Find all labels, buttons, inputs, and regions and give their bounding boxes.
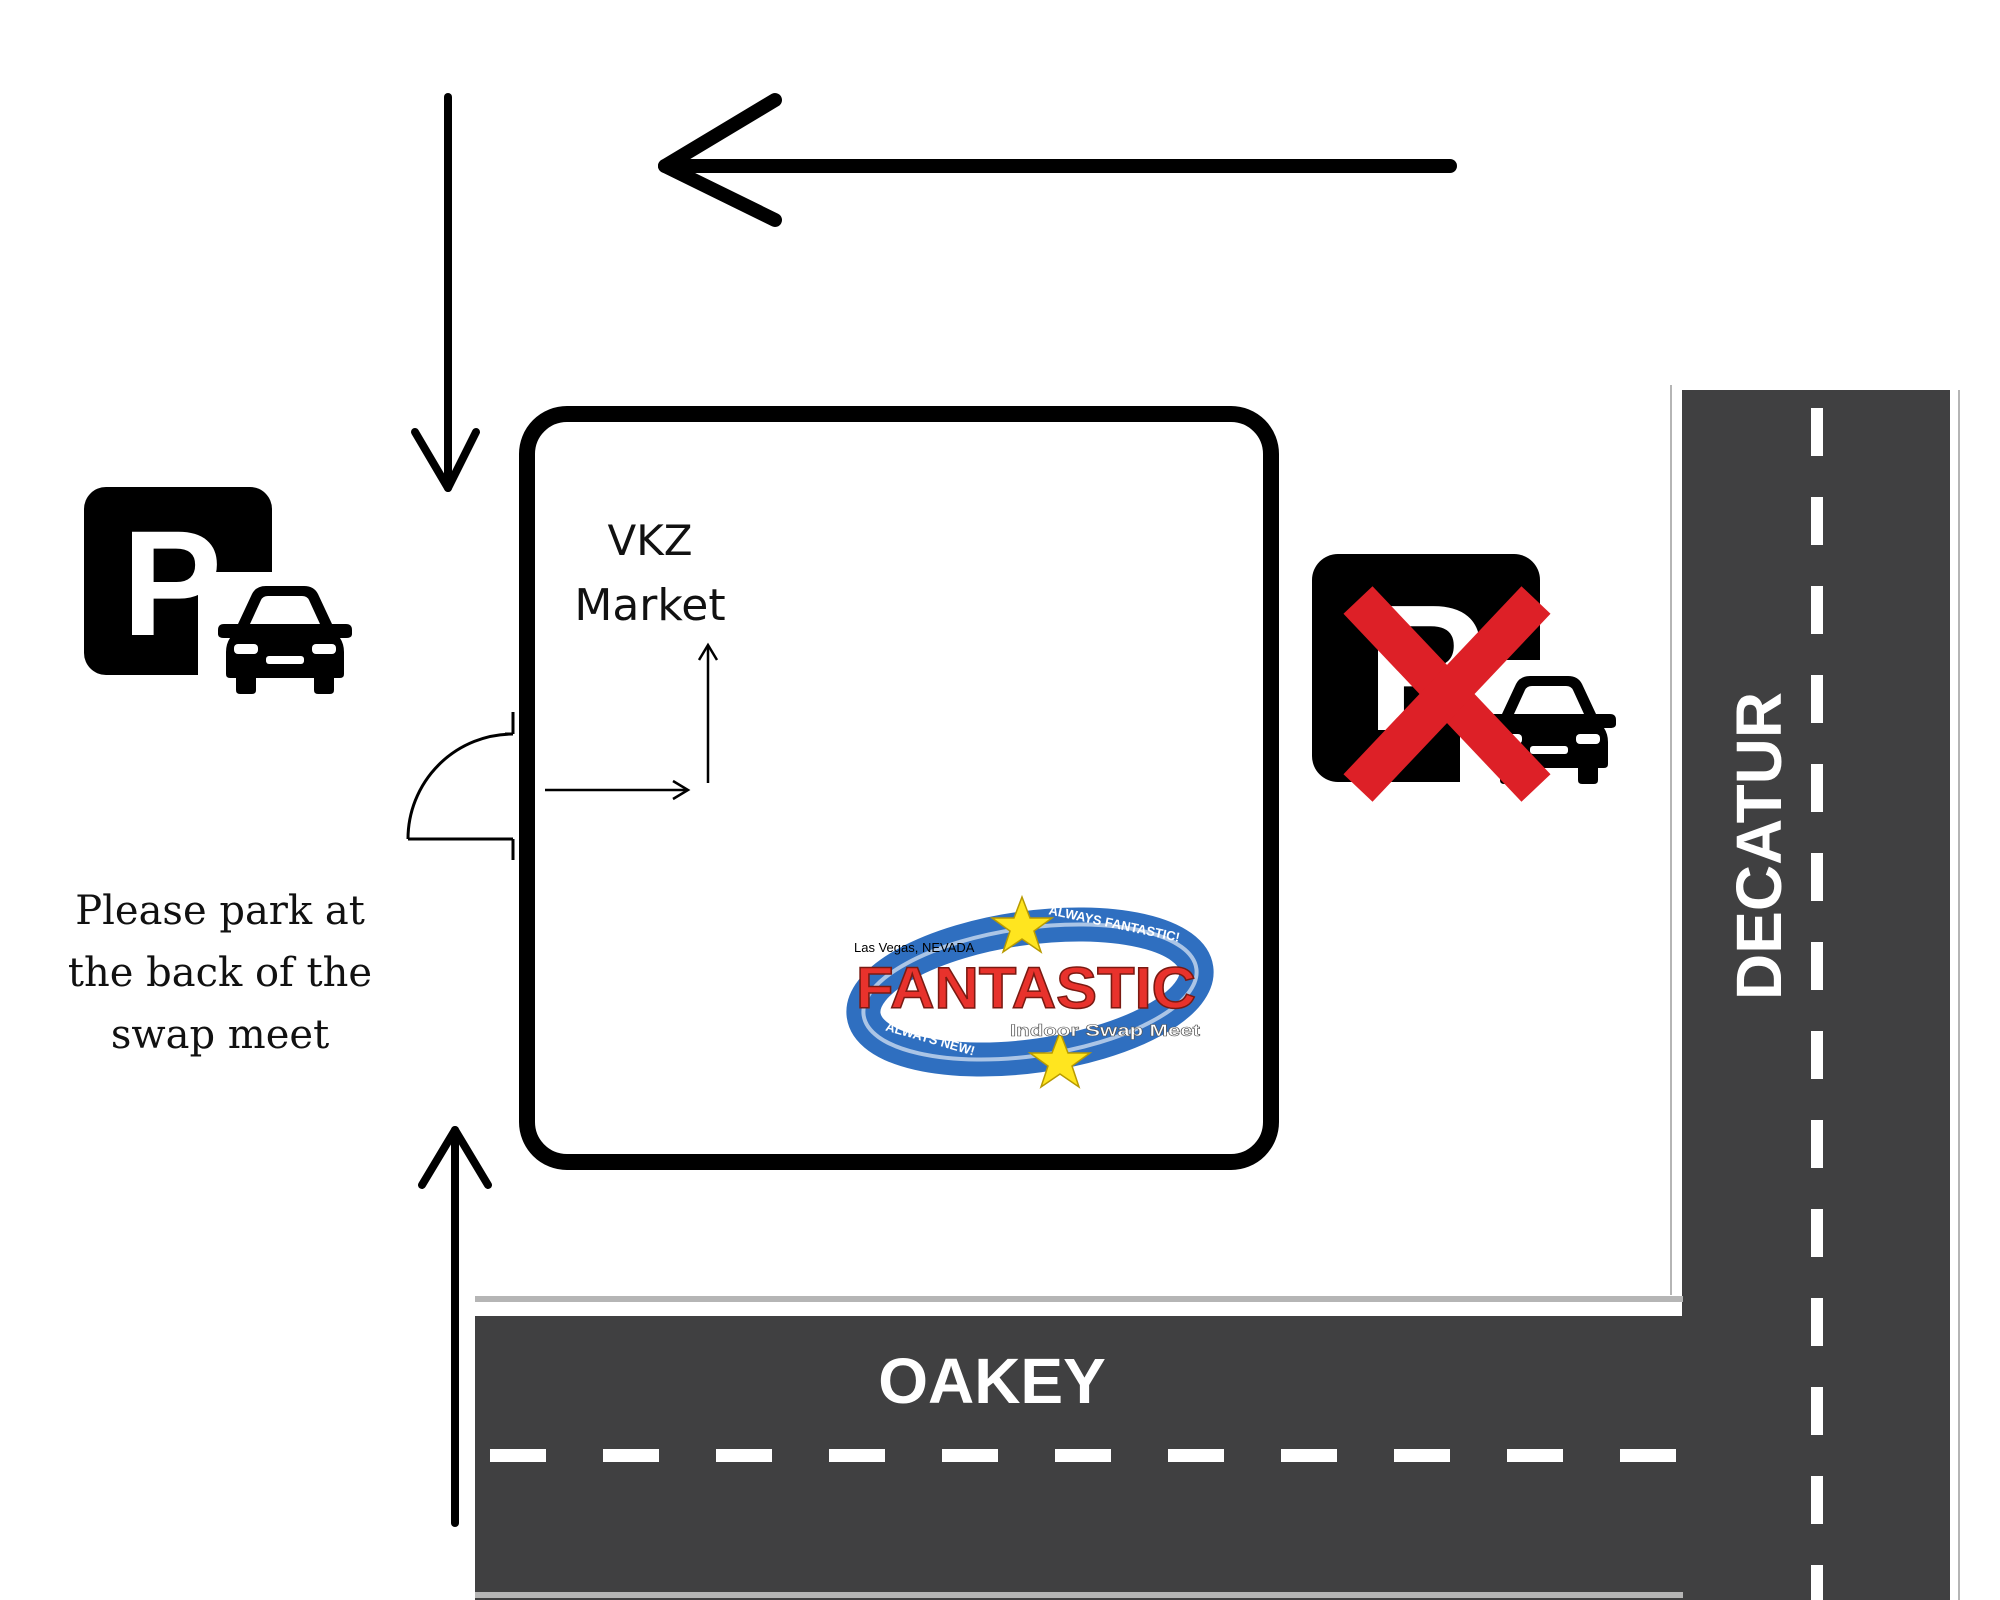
oakey-curb-bottom — [475, 1592, 1683, 1598]
star-icon — [1027, 1029, 1093, 1089]
lane-dash — [1811, 1298, 1823, 1346]
logo-location: Las Vegas, NEVADA — [854, 940, 975, 955]
road-label-decatur: DECATUR — [1723, 692, 1795, 1000]
decatur-lane-dashes — [1811, 408, 1823, 1600]
arrow-north — [418, 1126, 492, 1527]
lane-dash — [1811, 1476, 1823, 1524]
road-label-oakey: OAKEY — [878, 1345, 1106, 1417]
lane-dash — [1055, 1449, 1111, 1462]
lane-dash — [1811, 586, 1823, 634]
logo-brand: FANTASTIC — [856, 956, 1196, 1021]
lane-dash — [1811, 1031, 1823, 1079]
arrow-west — [658, 93, 1457, 227]
lane-dash — [1811, 497, 1823, 545]
lane-dash — [490, 1449, 546, 1462]
lane-dash — [1811, 1565, 1823, 1600]
parking-note: Please park at the back of the swap meet — [67, 888, 373, 1058]
logo-subtitle: Indoor Swap Meet — [1010, 1021, 1200, 1040]
lane-dash — [716, 1449, 772, 1462]
lane-dash — [603, 1449, 659, 1462]
oakey-curb-top — [475, 1296, 1683, 1302]
decatur-curb-right — [1958, 390, 1960, 1600]
lane-dash — [1620, 1449, 1676, 1462]
building-outline — [519, 406, 1279, 1170]
lane-dash — [1811, 764, 1823, 812]
star-icon — [989, 894, 1055, 954]
lane-dash — [1394, 1449, 1450, 1462]
decatur-curb-left — [1670, 385, 1672, 1295]
door-icon — [406, 712, 515, 860]
road-oakey: OAKEY — [475, 1296, 1683, 1600]
lane-dash — [1811, 1120, 1823, 1168]
lane-dash — [1811, 1209, 1823, 1257]
lane-dash — [1507, 1449, 1563, 1462]
red-x-icon — [1343, 586, 1551, 802]
fantastic-logo: Las Vegas, NEVADA FANTASTIC Indoor Swap … — [846, 894, 1214, 1089]
parking-car-icon: P — [84, 487, 373, 708]
no-parking-icon: P — [1312, 554, 1645, 810]
lane-dash — [1811, 675, 1823, 723]
lane-dash — [1168, 1449, 1224, 1462]
arrow-south — [411, 93, 480, 492]
market-name-line2: Market — [574, 580, 725, 631]
market-name-line1: VKZ — [607, 516, 692, 565]
lane-dash — [1811, 942, 1823, 990]
lane-dash — [1811, 1387, 1823, 1435]
lane-dash — [1811, 408, 1823, 456]
lane-dash — [1811, 853, 1823, 901]
oakey-lane-dashes — [490, 1449, 1676, 1462]
lane-dash — [1281, 1449, 1337, 1462]
lane-dash — [942, 1449, 998, 1462]
lane-dash — [829, 1449, 885, 1462]
inside-route-arrow — [545, 642, 719, 801]
road-decatur: DECATUR — [1670, 385, 1960, 1600]
